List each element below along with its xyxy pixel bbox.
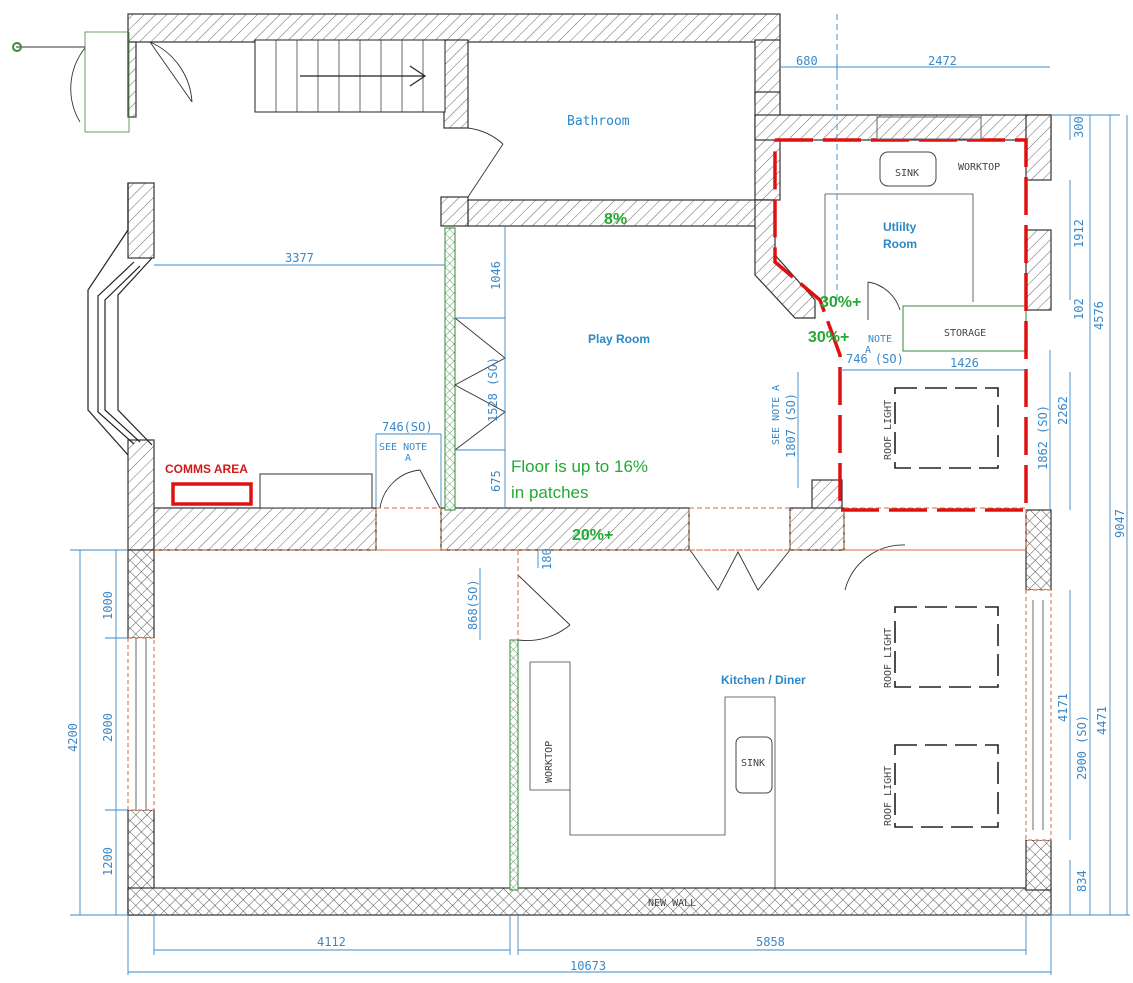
dim-10673: 10673 (570, 959, 606, 973)
utility-highlight (773, 138, 1028, 512)
dim-3377: 3377 (285, 251, 314, 265)
dim-5858: 5858 (756, 935, 785, 949)
kitchen-label: Kitchen / Diner (721, 673, 806, 687)
note-a-2: A (865, 345, 871, 356)
bathroom-label: Bathroom (567, 114, 630, 129)
dim-180: 180 (540, 548, 554, 570)
annotation-8pct: 8% (604, 211, 627, 228)
annotation-20pct: 20%+ (572, 527, 613, 544)
dim-102: 102 (1072, 298, 1086, 320)
storage-label: STORAGE (944, 328, 986, 339)
dim-4171: 4171 (1056, 693, 1070, 722)
kitchen-worktop-label: WORKTOP (544, 741, 555, 783)
dim-2900: 2900 (SO) (1075, 715, 1089, 780)
utility-sink (879, 151, 937, 187)
utility-window-sill (876, 116, 982, 140)
see-note-vert: SEE NOTE A (771, 385, 782, 445)
kitchen-partition (509, 639, 519, 891)
kitchen-sink (735, 736, 773, 794)
utility-sink-label: SINK (895, 168, 919, 179)
dim-834: 834 (1075, 870, 1089, 892)
dim-2472: 2472 (928, 54, 957, 68)
roof-light-kitchen-2 (894, 744, 999, 828)
kitchen-right-window (1025, 589, 1052, 841)
dim-4112: 4112 (317, 935, 346, 949)
comms-cabinet (259, 473, 373, 509)
annotation-30pct-a: 30%+ (820, 294, 861, 311)
dim-1200: 1200 (101, 847, 115, 876)
dim-746a: 746(SO) (382, 420, 433, 434)
roof-light-utility (894, 387, 999, 469)
see-note-2: A (405, 453, 411, 464)
dim-1528: 1528 (SO) (486, 357, 500, 422)
kitchen-left-window (127, 637, 155, 811)
dim-1000: 1000 (101, 591, 115, 620)
dim-1426: 1426 (950, 356, 979, 370)
new-openings (154, 507, 1027, 640)
dim-1862: 1862 (SO) (1036, 405, 1050, 470)
doors (12, 31, 906, 641)
note-a-1: NOTE (868, 334, 892, 345)
dim-868: 868(SO) (466, 579, 480, 630)
play-room-partition (444, 227, 456, 511)
dim-300: 300 (1072, 116, 1086, 138)
dimension-lines (70, 14, 1130, 975)
kitchen-sink-label: SINK (741, 758, 765, 769)
staircase (254, 39, 446, 113)
roof-light-label-3: ROOF LIGHT (883, 766, 894, 826)
storage-box (902, 305, 1027, 352)
comms-area-label: COMMS AREA (165, 462, 248, 476)
comms-area-box (171, 482, 253, 506)
annotation-30pct-b: 30%+ (808, 329, 849, 346)
dim-4576: 4576 (1092, 301, 1106, 330)
dim-1912: 1912 (1072, 219, 1086, 248)
dim-680: 680 (796, 54, 818, 68)
floor-note-1: Floor is up to 16% (511, 457, 648, 476)
kitchen-worktop (530, 661, 776, 888)
dim-2000: 2000 (101, 713, 115, 742)
see-note-1: SEE NOTE (379, 442, 427, 453)
dim-2262: 2262 (1056, 396, 1070, 425)
floor-note-2: in patches (511, 483, 589, 502)
utility-label-1: Utlilty (883, 220, 917, 234)
roof-light-label-2: ROOF LIGHT (883, 628, 894, 688)
utility-worktop-label: WORKTOP (958, 162, 1000, 173)
dim-4471: 4471 (1095, 706, 1109, 735)
dim-746b: 746 (SO) (846, 352, 904, 366)
utility-label-2: Room (883, 237, 917, 251)
dim-1046: 1046 (489, 261, 503, 290)
roof-light-label-1: ROOF LIGHT (883, 400, 894, 460)
roof-light-kitchen-1 (894, 606, 999, 688)
dim-675: 675 (489, 470, 503, 492)
play-room-label: Play Room (588, 332, 650, 346)
dim-1807: 1807 (SO) (784, 393, 798, 458)
dim-4200: 4200 (66, 723, 80, 752)
new-wall-label: NEW WALL (648, 898, 696, 909)
dim-9047: 9047 (1113, 509, 1127, 538)
